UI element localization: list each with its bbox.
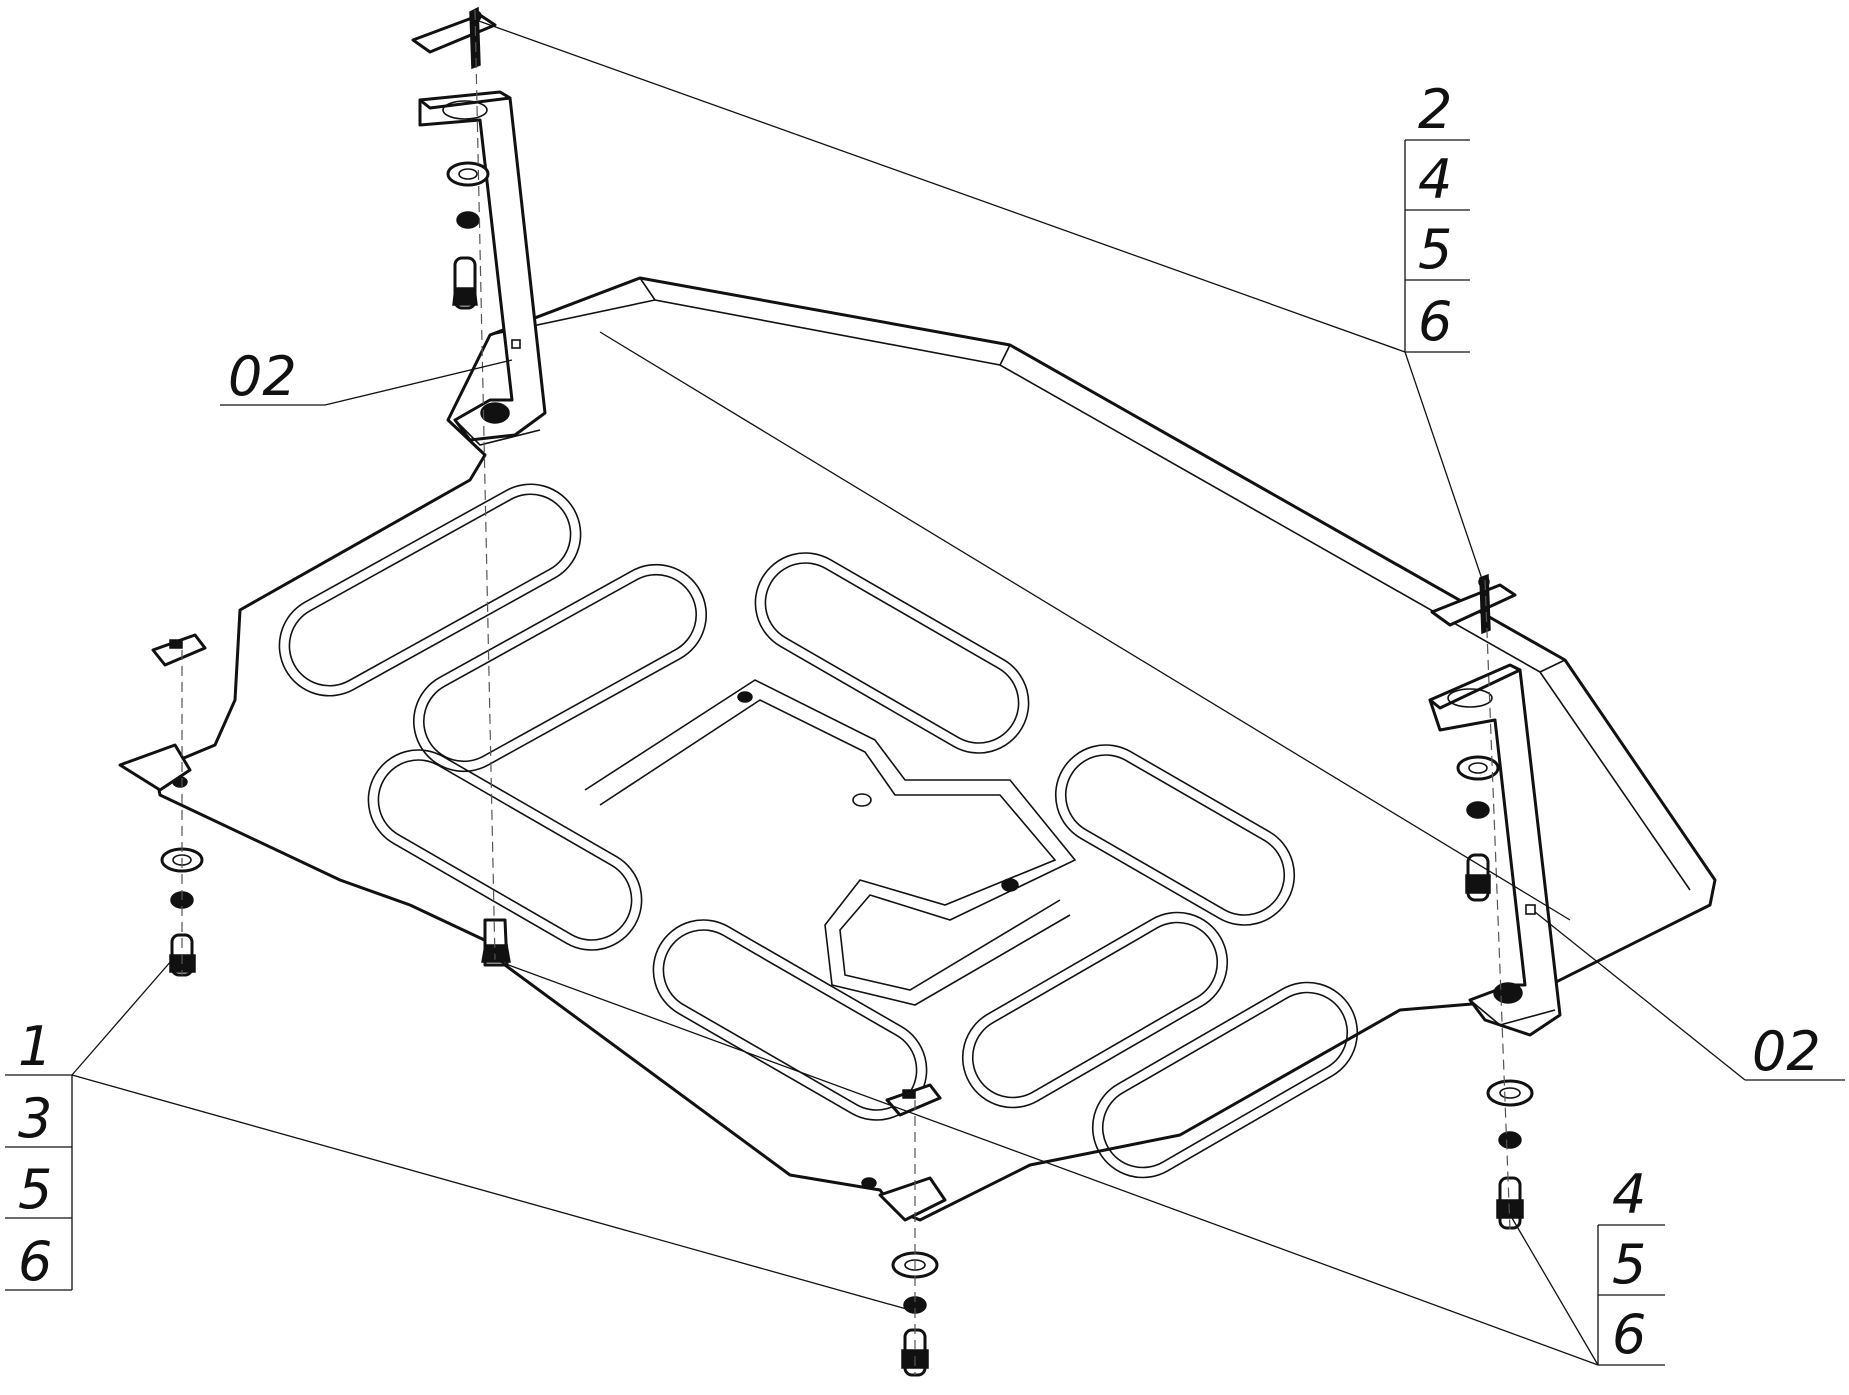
- callout-top-right-2: 4: [1418, 148, 1452, 211]
- callout-bottom-right-1: 4: [1612, 1163, 1646, 1226]
- fastener-center: [481, 918, 511, 967]
- callout-bottom-right-2: 5: [1612, 1233, 1646, 1296]
- callout-bottom-left-4: 6: [18, 1230, 52, 1293]
- callout-top-right-1: 2: [1418, 78, 1452, 141]
- callout-top-right-4: 6: [1418, 290, 1452, 353]
- callout-bottom-left: 1 3 5 6: [5, 1015, 73, 1293]
- callout-bottom-right-3: 6: [1612, 1303, 1646, 1366]
- ref-left-bracket-label: 02: [228, 345, 297, 408]
- ref-left-bracket: 02: [220, 345, 325, 408]
- leader-lines: [71, 19, 1746, 1366]
- skid-plate: [118, 276, 1717, 1222]
- callout-bottom-left-1: 1: [18, 1015, 52, 1078]
- fastener-stack-right-upper: [1456, 755, 1500, 902]
- fastener-stack-top-left: [446, 161, 490, 310]
- fastener-stack-right-lower: [1486, 1079, 1534, 1230]
- assembly-axes: [181, 9, 1511, 1375]
- callout-bottom-left-3: 5: [18, 1158, 52, 1221]
- clip-nut-left: [151, 633, 207, 667]
- callout-bottom-right: 4 5 6: [1597, 1163, 1665, 1366]
- right-bracket: [1428, 663, 1562, 1037]
- left-bracket: [418, 90, 547, 446]
- clip-nut-top-right: [1430, 573, 1517, 635]
- callout-top-right: 2 4 5 6: [1404, 78, 1470, 353]
- ref-right-bracket-label: 02: [1752, 1020, 1821, 1083]
- clip-nut-top-left: [411, 6, 497, 70]
- fastener-stack-bottom: [891, 1251, 939, 1377]
- ref-right-bracket: 02: [1745, 1020, 1845, 1083]
- clip-nut-bottom: [885, 1083, 942, 1117]
- callout-top-right-3: 5: [1418, 218, 1452, 281]
- callout-bottom-left-2: 3: [18, 1087, 52, 1150]
